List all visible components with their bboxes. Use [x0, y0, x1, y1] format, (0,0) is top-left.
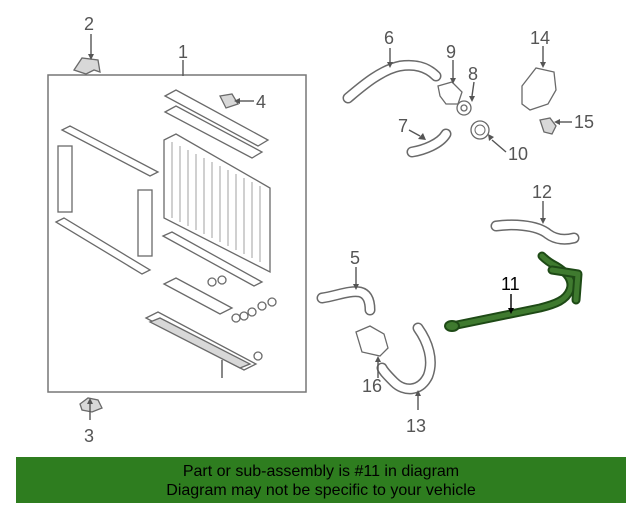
radiator-assembly[interactable] — [47, 74, 307, 393]
part-14-bracket[interactable] — [521, 67, 557, 111]
callout-1: 1 — [178, 42, 188, 62]
info-banner: Part or sub-assembly is #11 in diagram D… — [16, 457, 626, 503]
parts-diagram: 2 1 4 3 5 6 7 8 9 10 11 12 13 14 15 16 — [47, 14, 594, 446]
banner-line-1: Part or sub-assembly is #11 in diagram — [182, 463, 460, 480]
leader-lines — [87, 34, 572, 420]
callout-labels: 2 1 4 3 5 6 7 8 9 10 11 12 13 14 15 16 — [84, 14, 594, 446]
part-13-hose[interactable] — [376, 322, 436, 395]
callout-15: 15 — [574, 112, 594, 132]
callout-5: 5 — [350, 248, 360, 268]
callout-8: 8 — [468, 64, 478, 84]
part-8-gasket[interactable] — [456, 100, 472, 116]
callout-9: 9 — [446, 42, 456, 62]
part-12-hose[interactable] — [490, 219, 580, 245]
part-4-fitting[interactable] — [219, 93, 239, 109]
part-5-hose[interactable] — [316, 286, 376, 316]
radiator-core — [163, 133, 271, 274]
callout-16: 16 — [362, 376, 382, 396]
callout-2: 2 — [84, 14, 94, 34]
part-2-clip[interactable] — [72, 57, 101, 75]
callout-3: 3 — [84, 426, 94, 446]
part-10-ring[interactable] — [470, 120, 490, 140]
part-6-hose[interactable] — [342, 59, 442, 104]
part-9-housing[interactable] — [437, 81, 463, 105]
callout-7: 7 — [398, 116, 408, 136]
callout-6: 6 — [384, 28, 394, 48]
callout-4: 4 — [256, 92, 266, 112]
callout-12: 12 — [532, 182, 552, 202]
lower-tank — [144, 231, 277, 378]
part-15-fitting[interactable] — [539, 117, 557, 135]
callout-10: 10 — [508, 144, 528, 164]
part-7-hose[interactable] — [406, 128, 452, 158]
callout-14: 14 — [530, 28, 550, 48]
callout-13: 13 — [406, 416, 426, 436]
callout-11: 11 — [501, 274, 520, 294]
part-3-cap[interactable] — [79, 397, 103, 413]
banner-line-2: Diagram may not be specific to your vehi… — [166, 482, 476, 499]
upper-tank — [163, 89, 270, 159]
part-16-valve[interactable] — [355, 325, 389, 357]
side-panels — [54, 125, 160, 275]
part-11-pipe[interactable] — [444, 251, 583, 332]
